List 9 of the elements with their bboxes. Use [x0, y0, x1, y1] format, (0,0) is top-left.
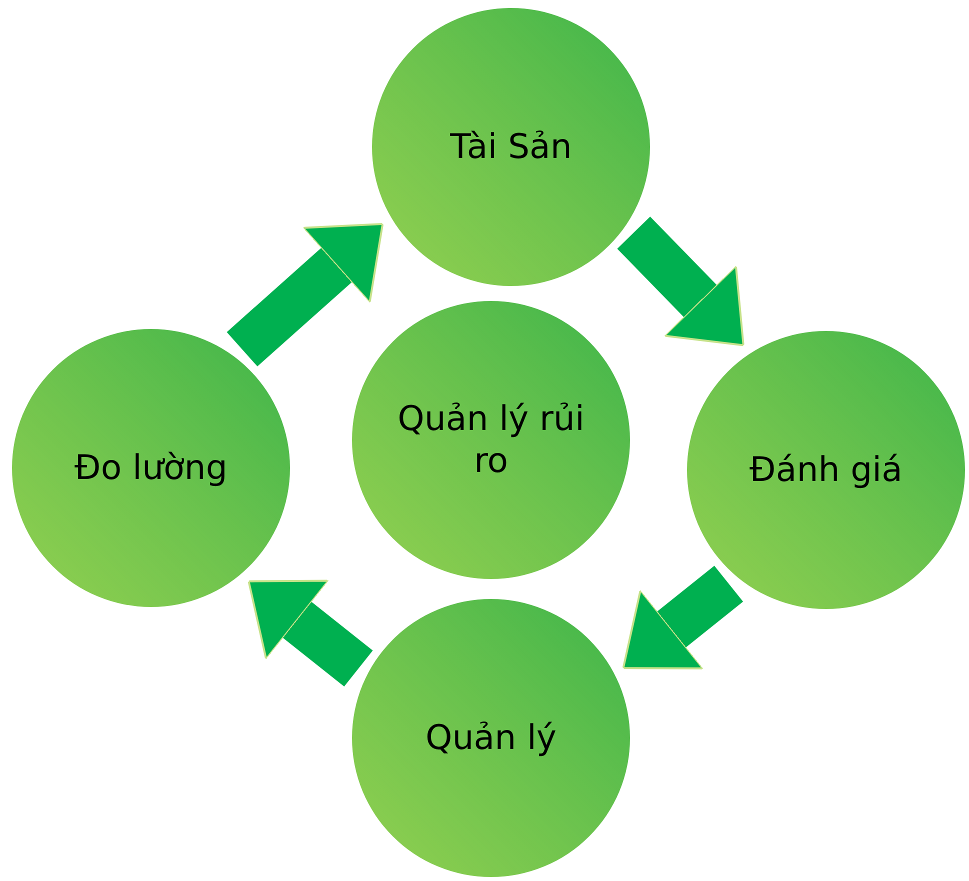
node-label: Tài Sản — [450, 126, 572, 168]
node-label: Quản lý rủi ro — [396, 398, 586, 482]
block-arrow — [617, 216, 744, 346]
node-label: Đo lường — [74, 446, 228, 490]
block-arrow — [622, 566, 744, 670]
node-label: Đánh giá — [750, 448, 902, 492]
block-arrow — [226, 222, 384, 366]
block-arrow — [248, 580, 373, 687]
node-label: Quản lý — [425, 716, 557, 760]
